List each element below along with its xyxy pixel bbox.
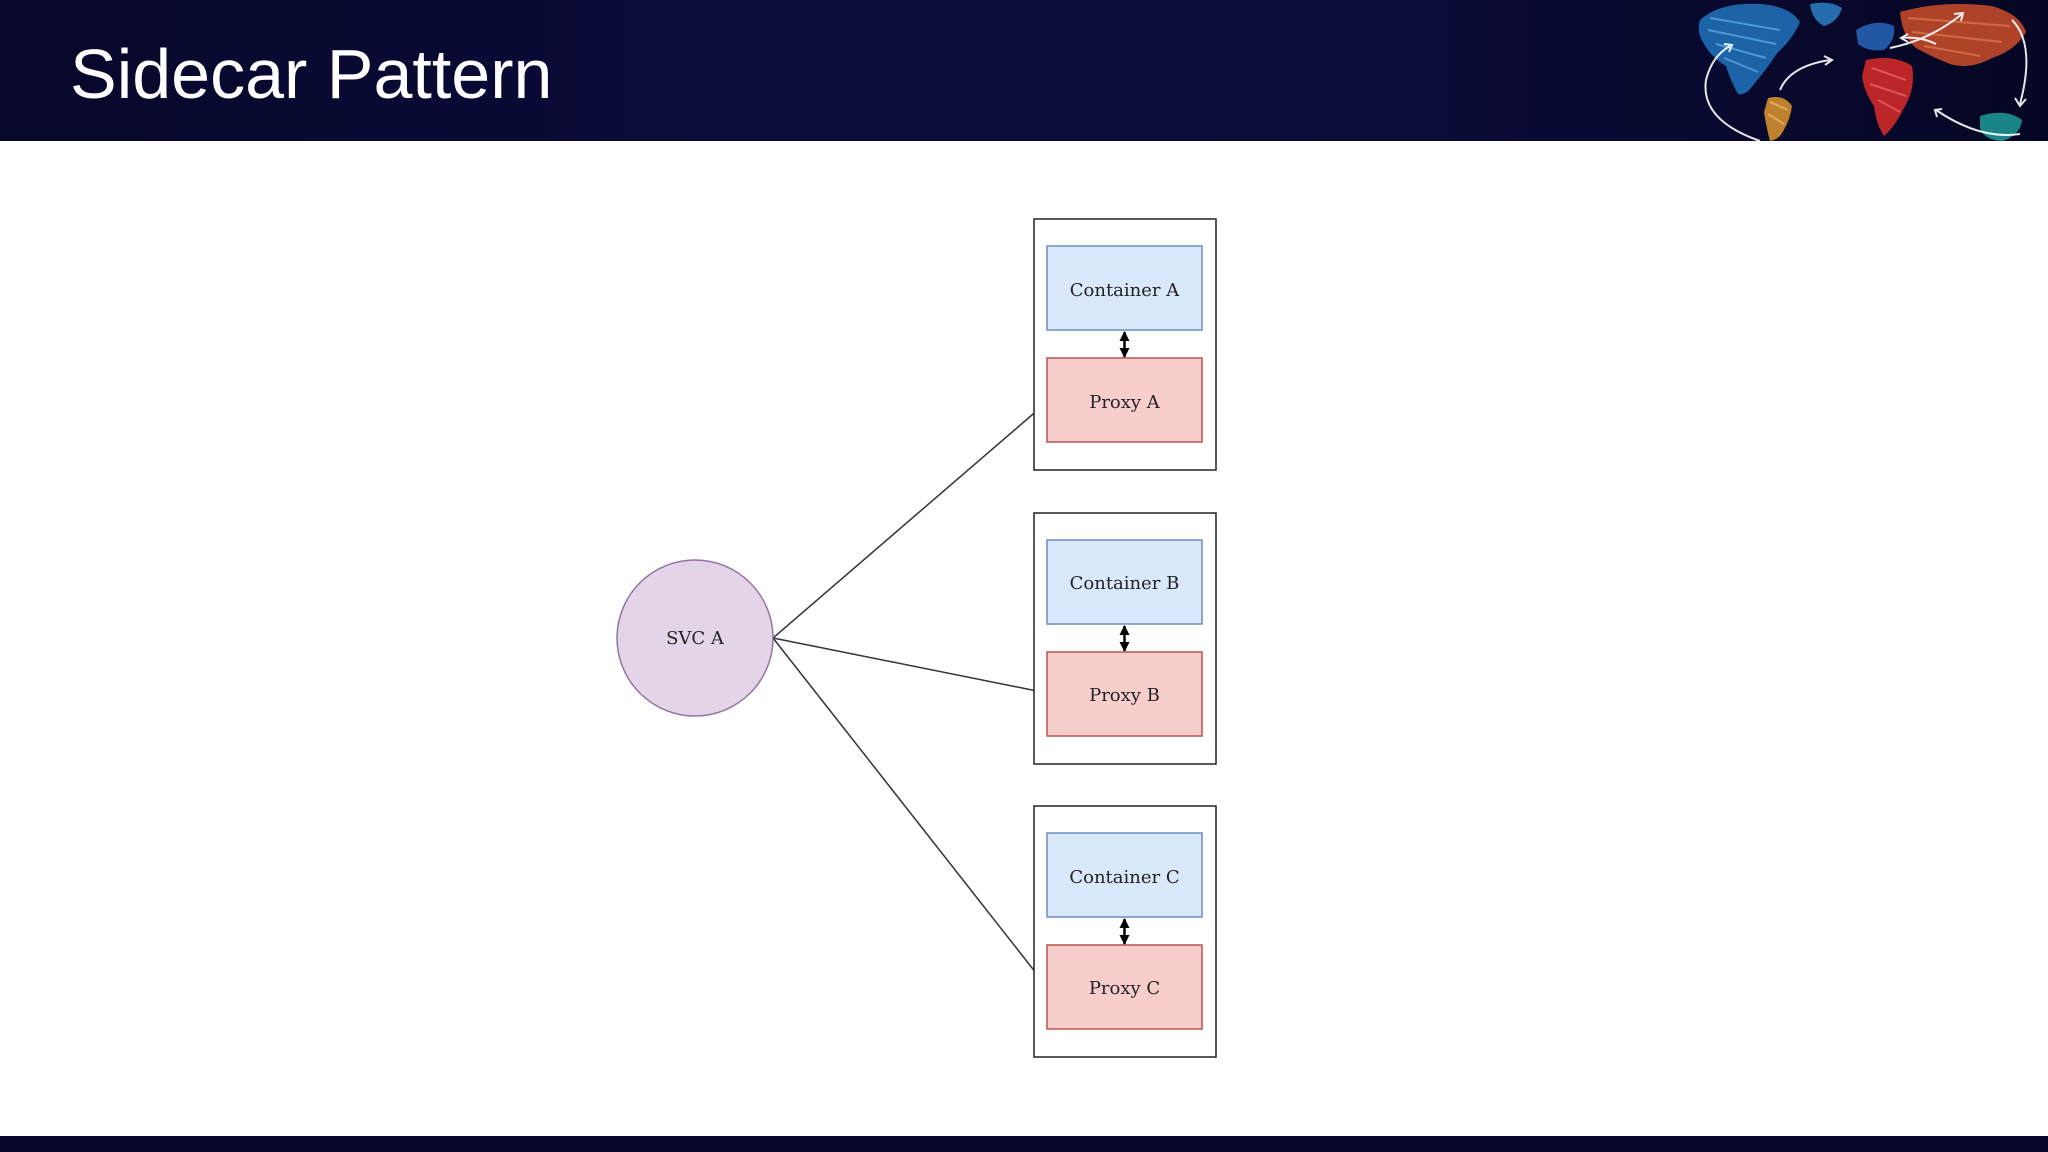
continent-europe <box>1856 22 1895 51</box>
proxy-c-label: Proxy C <box>1089 978 1160 999</box>
pod-c: Container C Proxy C <box>1033 805 1217 1058</box>
container-a-box <box>1046 245 1203 331</box>
edge-svc-to-proxy-c <box>772 637 1048 988</box>
proxy-c-box <box>1046 944 1203 1030</box>
container-b-label: Container B <box>1070 573 1180 594</box>
proxy-b-box <box>1046 651 1203 737</box>
footer-bar <box>0 1136 2048 1152</box>
proxy-a-label: Proxy A <box>1089 392 1161 413</box>
continent-greenland <box>1810 2 1842 27</box>
service-label: SVC A <box>666 628 725 649</box>
continent-north-america <box>1698 3 1800 95</box>
proxy-b-label: Proxy B <box>1089 685 1160 706</box>
container-c-label: Container C <box>1069 867 1179 888</box>
edge-svc-to-proxy-a <box>772 401 1048 639</box>
slide-title: Sidecar Pattern <box>70 35 553 113</box>
proxy-a-box <box>1046 357 1203 443</box>
pod-a: Container A Proxy A <box>1033 218 1217 471</box>
container-c-box <box>1046 832 1203 918</box>
world-map-arrows-image <box>1698 2 2028 141</box>
pod-b: Container B Proxy B <box>1033 512 1217 765</box>
container-a-label: Container A <box>1070 280 1180 301</box>
service-node: SVC A <box>616 559 774 717</box>
slide-header: Sidecar Pattern <box>0 0 2048 141</box>
edge-svc-to-proxy-b <box>772 637 1048 696</box>
container-b-box <box>1046 539 1203 625</box>
